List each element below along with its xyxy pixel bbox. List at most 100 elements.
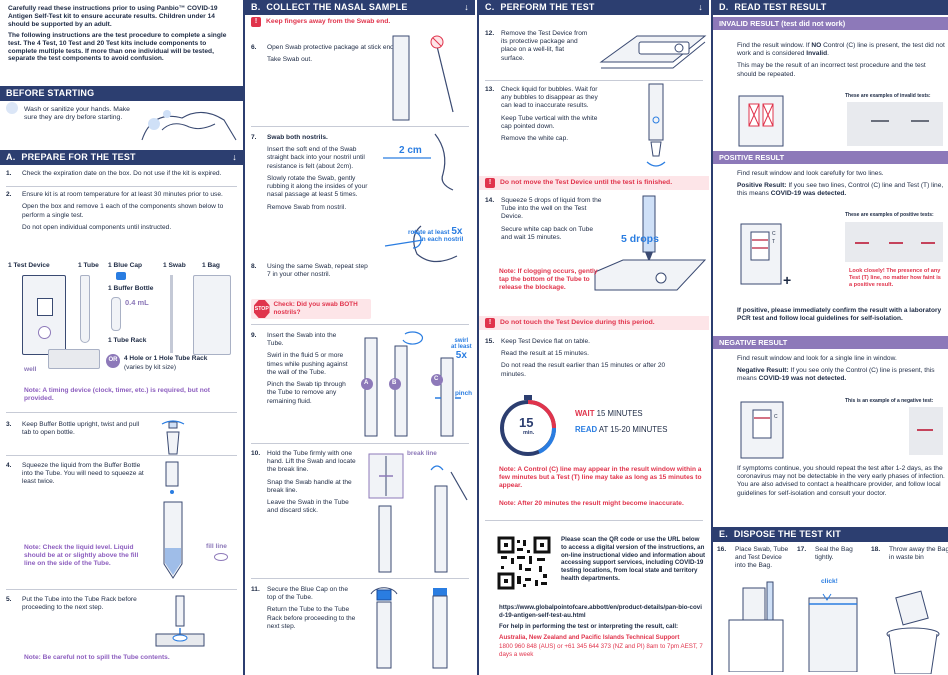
positive-desc: If you see two lines, Control (C) line a… [737, 182, 944, 198]
section-d-header: D. READ TEST RESULT [713, 0, 948, 15]
positive-header: POSITIVE RESULT [713, 151, 948, 164]
step-7c: Remove Swab from nostril. [267, 203, 347, 211]
step-13b: Keep Tube vertical with the white cap po… [501, 114, 598, 130]
negative-example-label: This is an example of a negative test: [845, 398, 934, 404]
section-a-header: A. PREPARE FOR THE TEST ↓ [0, 150, 243, 165]
negative-label: Negative Result: [737, 367, 789, 375]
step-7a: Insert the soft end of the Swab straight… [267, 146, 365, 170]
note-clog: Note: If clogging occurs, gently tap the… [499, 268, 598, 292]
section-d-letter: D. [719, 1, 729, 12]
step-10b: Snap the Swab handle at the break line. [267, 478, 352, 494]
step-13c: Remove the white cap. [501, 135, 569, 143]
invalid-word: Invalid [806, 50, 828, 58]
step-8: Using the same Swab, repeat step 7 in yo… [267, 263, 368, 279]
positive-t-label: T [772, 239, 776, 245]
section-a-title: PREPARE FOR THE TEST [21, 151, 136, 162]
rotate-1: rotate at least [408, 229, 450, 236]
label-buffer-bottle: 1 Buffer Bottle [108, 285, 154, 292]
arrow-down-icon: ↓ [698, 1, 703, 12]
section-b-title: COLLECT THE NASAL SAMPLE [266, 1, 408, 12]
open-swab-illustration [392, 35, 454, 121]
stop-sign-icon: STOP [254, 300, 270, 318]
rotate-x: 5x [451, 226, 463, 237]
step-5: Put the Tube into the Tube Rack before p… [22, 596, 137, 612]
column-1: Carefully read these instructions prior … [0, 0, 243, 675]
rack-alt2: (varies by kit size) [124, 364, 177, 371]
positive-label: Positive Result: [737, 182, 787, 190]
positive-examples-label: These are examples of positive tests: [845, 212, 934, 218]
positive-examples-photo [845, 222, 943, 262]
step-9c: Pinch the Swab tip through the Tube to r… [267, 381, 346, 405]
tube-image [80, 275, 90, 343]
arrow-down-icon: ↓ [232, 151, 237, 162]
warning-move: !Do not move the Test Device until the t… [479, 176, 709, 190]
or-badge: OR [106, 354, 120, 368]
section-b-header: B. COLLECT THE NASAL SAMPLE ↓ [245, 0, 475, 15]
note-20-min: Note: After 20 minutes the result might … [499, 500, 684, 507]
step-7-title: Swab both nostrils. [267, 134, 328, 141]
read-value: AT 15-20 MINUTES [598, 425, 668, 434]
section-c-title: PERFORM THE TEST [500, 1, 595, 12]
note-control: Note: A Control (C) line may appear in t… [499, 466, 702, 490]
wait-value: 15 MINUTES [596, 409, 643, 418]
invalid-device-illustration [738, 95, 784, 147]
support-title: Australia, New Zealand and Pacific Islan… [499, 634, 680, 641]
column-2: B. COLLECT THE NASAL SAMPLE ↓ !Keep fing… [243, 0, 475, 675]
swirl-label: swirl at least 5x [451, 338, 472, 361]
label-bag: 1 Bag [202, 262, 220, 269]
well-label: well [24, 366, 37, 373]
read-label: READ [575, 425, 598, 434]
seal-bag-illustration [808, 593, 858, 672]
invalid-a-post: Control (C) line is present, the test di… [737, 42, 945, 58]
timer-icon [500, 395, 557, 456]
positive-device-illustration [740, 223, 782, 285]
label-test-device: 1 Test Device [8, 262, 50, 269]
note-level: Note: Check the liquid level. Liquid sho… [24, 544, 139, 568]
wait-row: WAIT 15 MINUTES [575, 409, 643, 419]
bottle-twist-illustration [161, 420, 185, 455]
negative-not-detected: COVID-19 was not detected. [758, 375, 847, 383]
section-d-title: READ TEST RESULT [734, 1, 827, 12]
step-14a: Squeeze 5 drops of liquid from the Tube … [501, 197, 602, 221]
step-10a: Hold the Tube firmly with one hand. Lift… [267, 450, 356, 474]
support-url[interactable]: https://www.globalpointofcare.abbott/en/… [499, 604, 702, 619]
step-11a: Secure the Blue Cap on the top of the Tu… [267, 586, 349, 602]
swab-image [170, 275, 173, 353]
wash-hands-illustration [141, 110, 237, 141]
warning-fingers-text: Keep fingers away from the Swab end. [266, 17, 391, 25]
warning-fingers: !Keep fingers away from the Swab end. [245, 15, 475, 29]
help-text: For help in performing the test or inter… [499, 623, 679, 630]
positive-detected: COVID-19 was detected. [770, 190, 847, 198]
swirl-x: 5x [455, 349, 467, 361]
tube-rack-illustration [155, 595, 205, 647]
two-cm-label: 2 cm [399, 145, 422, 156]
step-17: Seal the Bag tightly. [815, 546, 853, 562]
note-spill: Note: Be careful not to spill the Tube c… [24, 654, 170, 661]
swirl-illustration [361, 331, 461, 437]
step-4: Squeeze the liquid from the Buffer Bottl… [22, 462, 144, 486]
invalid-text-b: This may be the result of an incorrect t… [737, 62, 926, 78]
bag-image [193, 275, 231, 355]
swirl-2: at least [451, 344, 472, 351]
step-15c: Do not read the result earlier than 15 m… [501, 362, 666, 378]
symptoms-text: If symptoms continue, you should repeat … [737, 465, 945, 497]
negative-header: NEGATIVE RESULT [713, 336, 948, 349]
invalid-a-no: NO [811, 42, 822, 49]
warning-touch-text: Do not touch the Test Device during this… [500, 318, 655, 326]
test-device-image [22, 275, 66, 355]
step-10c: Leave the Swab in the Tube and discard s… [267, 499, 349, 515]
positive-c-label: C [772, 231, 776, 237]
five-drops-label: 5 drops [621, 233, 659, 245]
label-b: B [392, 380, 397, 386]
hands-icon [6, 102, 18, 114]
label-blue-cap: 1 Blue Cap [108, 262, 143, 269]
negative-device-illustration [740, 401, 784, 459]
step-9b: Swirl in the fluid 5 or more times while… [267, 352, 348, 376]
rotate-label: rotate at least 5x [408, 226, 462, 239]
step-1: Check the expiration date on the box. Do… [22, 170, 222, 177]
positive-pcr: If positive, please immediately confirm … [737, 307, 942, 323]
fill-line-label: fill line [206, 543, 227, 550]
rotate-label-2: in each nostril [420, 236, 464, 243]
qr-code[interactable] [497, 536, 551, 590]
note-timing: Note: A timing device (clock, timer, etc… [24, 387, 210, 403]
